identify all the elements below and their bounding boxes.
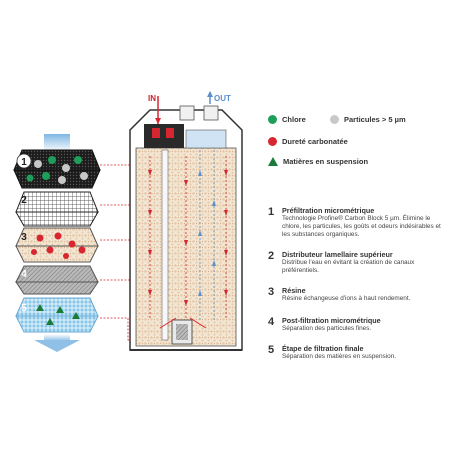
legend-item-particules: Particules > 5 µm — [330, 112, 406, 126]
out-label: OUT — [214, 94, 231, 103]
particle-dot — [58, 176, 66, 184]
layer-stack: 1 2 3 4 5 — [14, 150, 100, 332]
hardness-dot — [47, 247, 54, 254]
outflow-pipe — [207, 91, 213, 104]
step-number: 5 — [268, 344, 274, 356]
legend-item-chlore: Chlore — [268, 112, 306, 126]
chlore-dot — [42, 172, 50, 180]
water-outflow-arrow — [34, 334, 80, 352]
layer-3 — [16, 228, 98, 262]
in-label: IN — [148, 94, 156, 103]
step-number: 1 — [268, 206, 274, 218]
legend-label: Particules > 5 µm — [344, 115, 406, 124]
step-title: Post-filtration micrométrique — [282, 316, 381, 325]
step-title: Résine — [282, 286, 306, 295]
hardness-dot — [79, 247, 86, 254]
step-number: 2 — [268, 250, 274, 262]
hardness-dot — [63, 253, 69, 259]
legend-item-matieres: Matières en suspension — [268, 154, 368, 168]
chlore-dot-icon — [268, 115, 277, 124]
hardness-dot — [69, 241, 76, 248]
hardness-dot — [37, 235, 44, 242]
step-description: Résine échangeuse d'ions à haut rendemen… — [282, 295, 450, 303]
chlore-dot — [27, 175, 34, 182]
legend-label: Dureté carbonatée — [282, 137, 348, 146]
layer-number: 5 — [21, 303, 27, 314]
step-title: Étape de filtration finale — [282, 344, 363, 353]
chlore-dot — [48, 156, 56, 164]
hardness-dot — [31, 249, 37, 255]
layer-number: 3 — [21, 232, 27, 243]
particle-dot — [62, 164, 70, 172]
particle-dot — [80, 172, 88, 180]
suspension-triangle-icon — [268, 157, 278, 166]
particle-dot — [34, 160, 42, 168]
step-number: 4 — [268, 316, 274, 328]
hardness-dot-icon — [268, 137, 277, 146]
step-title: Préfiltration micrométrique — [282, 206, 374, 215]
particle-dot-icon — [330, 115, 339, 124]
layer-2 — [16, 192, 98, 226]
legend-label: Chlore — [282, 115, 306, 124]
step-description: Technologie Profine® Carbon Block 5 µm. … — [282, 215, 450, 240]
step-number: 3 — [268, 286, 274, 298]
step-description: Séparation des matières en suspension. — [282, 353, 450, 361]
legend-label: Matières en suspension — [283, 157, 368, 166]
layer-5 — [16, 298, 98, 332]
hardness-dot — [55, 233, 62, 240]
layer-number: 2 — [21, 195, 27, 206]
step-title: Distributeur lamellaire supérieur — [282, 250, 393, 259]
chlore-dot — [74, 156, 82, 164]
legend-item-durete: Dureté carbonatée — [268, 134, 348, 148]
layer-4 — [16, 266, 98, 294]
step-description: Distribue l'eau en évitant la création d… — [282, 259, 450, 275]
step-description: Séparation des particules fines. — [282, 325, 450, 333]
layer-number: 1 — [21, 157, 27, 168]
layer-number: 4 — [21, 269, 27, 280]
